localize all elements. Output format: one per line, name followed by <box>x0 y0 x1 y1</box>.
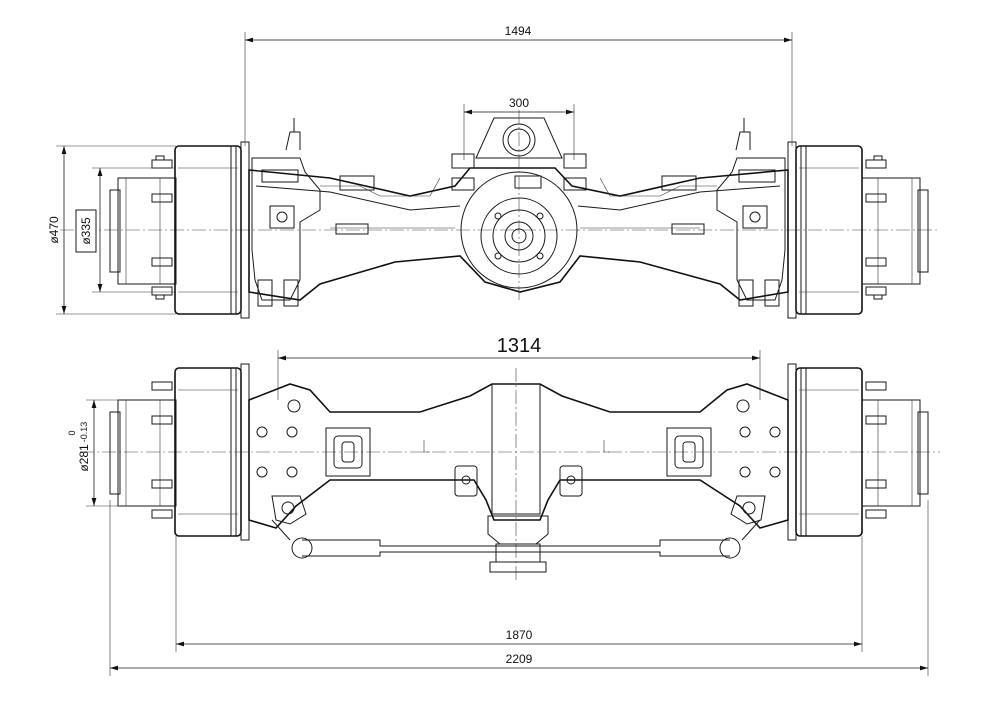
top-view <box>80 363 940 580</box>
dim-281: ø281 <box>77 444 91 472</box>
right-brake-drum <box>787 141 929 319</box>
dim-281-tol-upper: 0 <box>67 430 77 435</box>
dim-1870: 1870 <box>506 628 533 642</box>
right-wheel-studs <box>865 155 887 300</box>
dim-1494: 1494 <box>505 24 532 38</box>
dim-1314: 1314 <box>497 335 542 357</box>
dim-470: ø470 <box>47 216 61 244</box>
left-brake-drum-lower <box>109 363 250 541</box>
axle-housing-front <box>248 110 789 307</box>
axle-housing-top <box>248 383 789 573</box>
tie-rod <box>271 519 761 559</box>
dim-335: ø335 <box>79 217 93 245</box>
left-wheel-studs <box>151 155 173 300</box>
dimension-lines <box>56 32 929 676</box>
dim-300: 300 <box>509 96 529 110</box>
dim-281-tol-lower: -0.13 <box>79 422 89 443</box>
front-view <box>60 110 940 319</box>
dim-2209: 2209 <box>506 652 533 666</box>
